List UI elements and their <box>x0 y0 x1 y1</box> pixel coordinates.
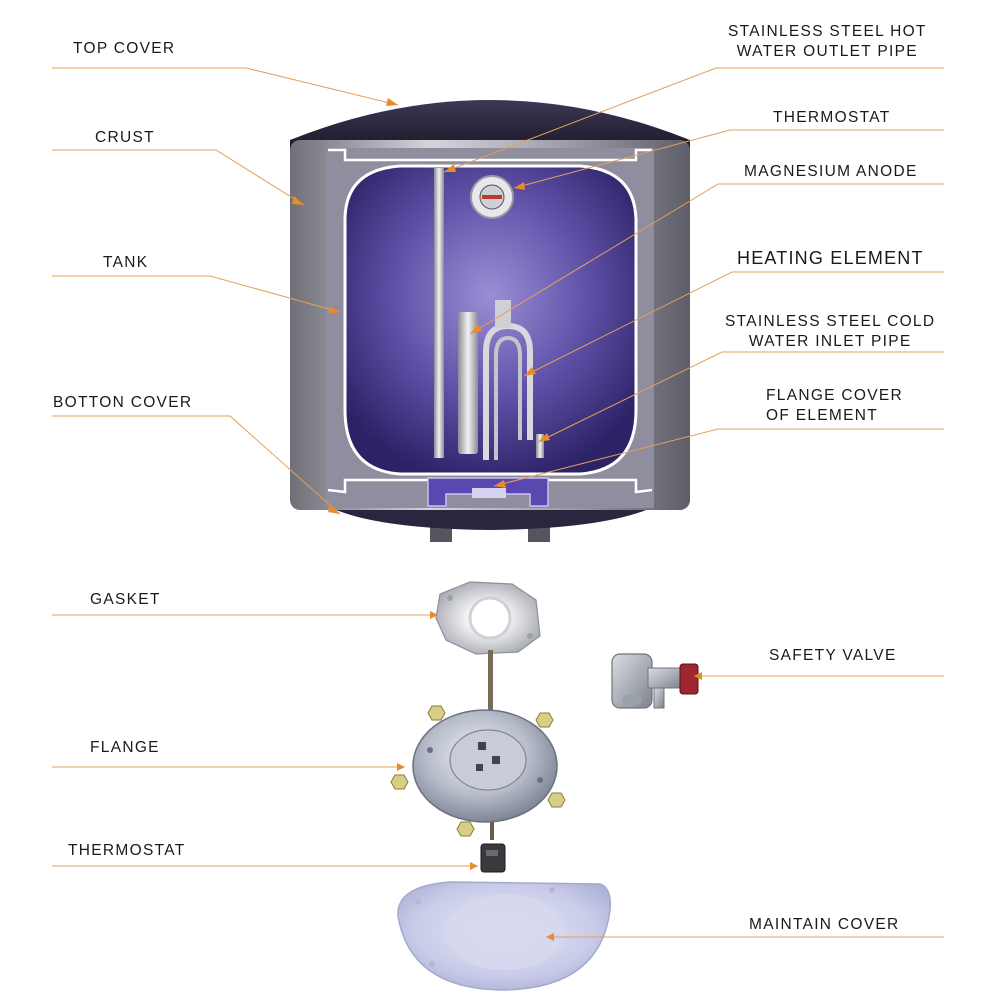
label-flange-cover-line2: OF ELEMENT <box>766 407 879 424</box>
label-inlet-pipe: STAINLESS STEEL COLD WATER INLET PIPE <box>725 312 935 352</box>
label-outlet-pipe: STAINLESS STEEL HOT WATER OUTLET PIPE <box>728 22 927 62</box>
leader-lines-right <box>443 67 944 938</box>
flange-nuts <box>390 705 566 837</box>
label-thermostat-top: THERMOSTAT <box>773 109 891 126</box>
label-gasket: GASKET <box>90 591 161 608</box>
label-flange-cover: FLANGE COVER OF ELEMENT <box>766 386 903 426</box>
tank <box>343 164 638 476</box>
safety-valve-part <box>611 653 699 709</box>
inlet-pipe <box>536 434 544 458</box>
label-magnesium-anode: MAGNESIUM ANODE <box>744 163 918 180</box>
label-top-cover: TOP COVER <box>73 40 176 57</box>
label-crust: CRUST <box>95 129 155 146</box>
label-inlet-pipe-line2: WATER INLET PIPE <box>748 333 912 350</box>
label-flange-cover-line1: FLANGE COVER <box>766 387 904 404</box>
thermostat-part <box>480 843 506 873</box>
label-maintain-cover: MAINTAIN COVER <box>749 916 900 933</box>
label-flange: FLANGE <box>90 739 160 756</box>
label-thermostat-bottom: THERMOSTAT <box>68 842 186 859</box>
magnesium-anode <box>458 312 478 454</box>
gasket-part <box>435 581 541 655</box>
maintain-cover-part <box>397 881 612 991</box>
label-inlet-pipe-line1: STAINLESS STEEL COLD <box>725 313 936 330</box>
leader-arrow-tips <box>292 98 702 941</box>
label-botton-cover: BOTTON COVER <box>53 394 193 411</box>
label-outlet-pipe-line2: WATER OUTLET PIPE <box>736 43 918 60</box>
label-safety-valve: SAFETY VALVE <box>769 647 897 664</box>
label-outlet-pipe-line1: STAINLESS STEEL HOT <box>728 23 927 40</box>
label-tank: TANK <box>103 254 149 271</box>
flange-part <box>412 709 558 823</box>
label-heating-element: HEATING ELEMENT <box>737 248 924 268</box>
water-heater-cutaway <box>290 100 690 542</box>
outlet-pipe <box>434 168 444 458</box>
leader-lines-left <box>52 67 478 867</box>
